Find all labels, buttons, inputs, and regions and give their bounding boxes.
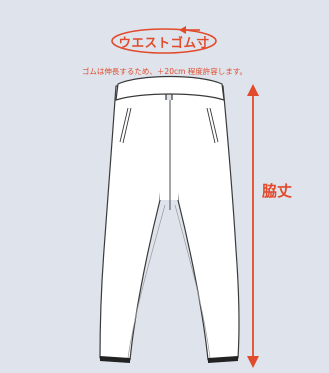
waist-arrowhead-icon <box>179 26 186 34</box>
right-inseam <box>174 204 211 359</box>
left-cuff <box>100 356 130 363</box>
pants-icon <box>99 75 240 361</box>
left-inseam <box>127 204 166 359</box>
side-length-arrow-top-icon <box>247 84 259 96</box>
left-pocket <box>119 107 132 144</box>
side-length-arrow-bottom-icon <box>247 356 259 368</box>
waist-label-oval <box>111 28 217 54</box>
right-pocket <box>206 107 219 144</box>
right-cuff <box>208 356 238 363</box>
waistband <box>115 75 225 101</box>
waist-measure-label: ウエストゴム寸 <box>118 34 210 50</box>
side-length-label: 脇丈 <box>262 182 293 200</box>
elastic-note: ゴムは伸長するため、＋20cm 程度許容します。 <box>81 67 248 76</box>
